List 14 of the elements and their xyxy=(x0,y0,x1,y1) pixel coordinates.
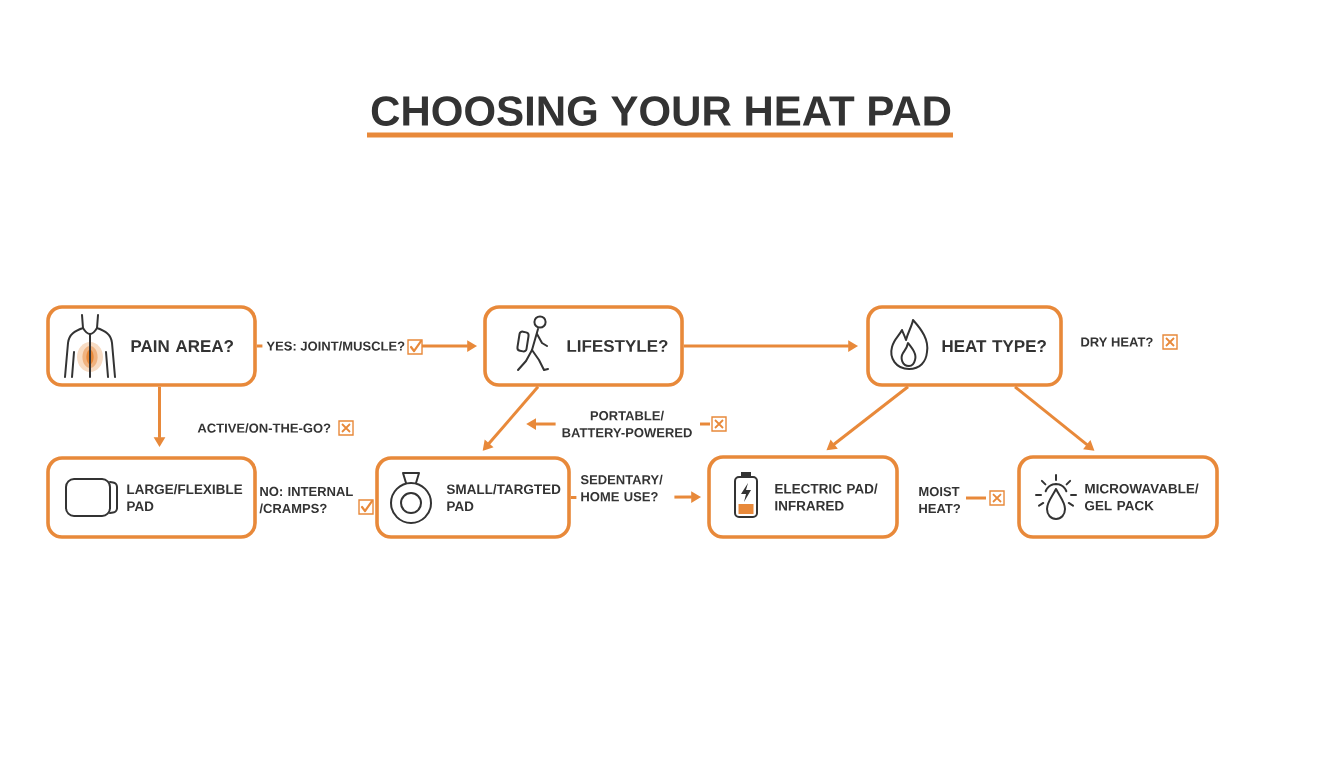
result-box: MICROWAVABLE/ GEL PACK xyxy=(1017,455,1219,539)
option-label: MOIST HEAT? xyxy=(919,487,960,514)
edge-label: SEDENTARY/ HOME USE? xyxy=(576,470,675,506)
result-box: SMALL/TARGTED PAD xyxy=(375,456,571,539)
option-label: ACTIVE/ON-THE-GO? xyxy=(197,423,331,433)
question-box: PAIN AREA? xyxy=(46,305,257,387)
result-box: ELECTRIC PAD/ INFRARED xyxy=(707,455,899,539)
title: CHOOSING YOUR HEAT PAD xyxy=(371,96,951,126)
option-label: DRY HEAT? xyxy=(1081,337,1153,347)
question-box: LIFESTYLE? xyxy=(483,305,684,387)
option-label: NO: INTERNAL /CRAMPS? xyxy=(259,486,353,514)
result-box: LARGE/FLEXIBLE PAD xyxy=(46,456,257,539)
question-box: HEAT TYPE? xyxy=(866,305,1063,387)
option-label: PORTABLE/ BATTERY-POWERED xyxy=(562,410,692,438)
